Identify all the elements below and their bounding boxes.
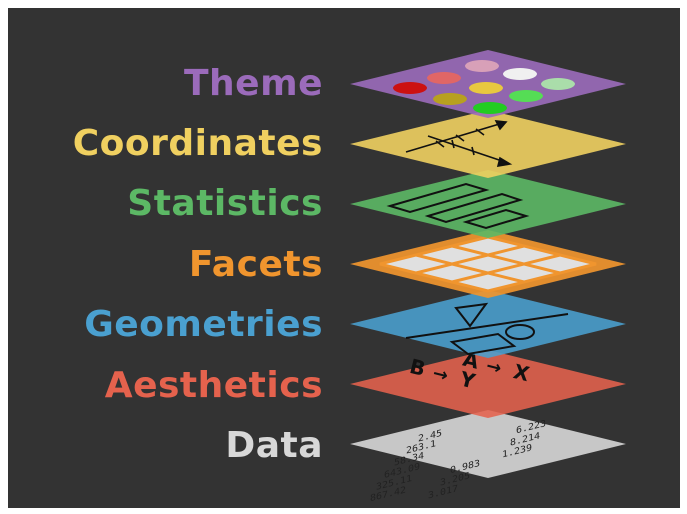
theme-swatches xyxy=(393,60,575,114)
aesthetic-y: Y xyxy=(457,366,478,393)
coordinates-plane xyxy=(350,110,626,178)
aesthetic-b: B xyxy=(407,354,428,381)
aesthetic-x: X xyxy=(511,359,532,386)
theme-label: Theme xyxy=(183,63,323,104)
statistics-plane xyxy=(350,170,626,238)
layer-stack: 2.45 6.223 263.1 58.34 8.214 643.09 1.23… xyxy=(350,50,626,504)
theme-plane xyxy=(350,50,626,118)
aesthetics-label: Aesthetics xyxy=(104,365,323,406)
y-axis-arrow xyxy=(405,121,507,153)
stat-bar-1 xyxy=(386,182,490,214)
data-label: Data xyxy=(225,425,323,466)
facets-plane xyxy=(350,230,626,298)
statistics-label: Statistics xyxy=(127,183,323,224)
coordinates-label: Coordinates xyxy=(72,123,323,164)
geometry-triangle xyxy=(454,302,489,328)
mapping-arrow-icon: → xyxy=(431,363,451,387)
aesthetics-plane: A → X B → Y xyxy=(350,347,626,418)
facets-label: Facets xyxy=(188,244,323,285)
geometry-line xyxy=(405,313,569,339)
geometries-plane xyxy=(350,290,626,358)
stat-bar-2 xyxy=(424,192,524,224)
geometry-rectangle xyxy=(449,332,517,356)
facet-grid xyxy=(379,235,597,293)
mapping-arrow-icon: → xyxy=(484,355,504,379)
diagram-canvas: Theme Coordinates Statistics Facets Geom… xyxy=(8,8,680,508)
stat-bar-3 xyxy=(462,208,530,230)
data-plane: 2.45 6.223 263.1 58.34 8.214 643.09 1.23… xyxy=(350,410,626,504)
geometry-circle xyxy=(505,324,535,340)
geometries-label: Geometries xyxy=(84,304,323,345)
x-axis-arrow xyxy=(427,135,509,164)
